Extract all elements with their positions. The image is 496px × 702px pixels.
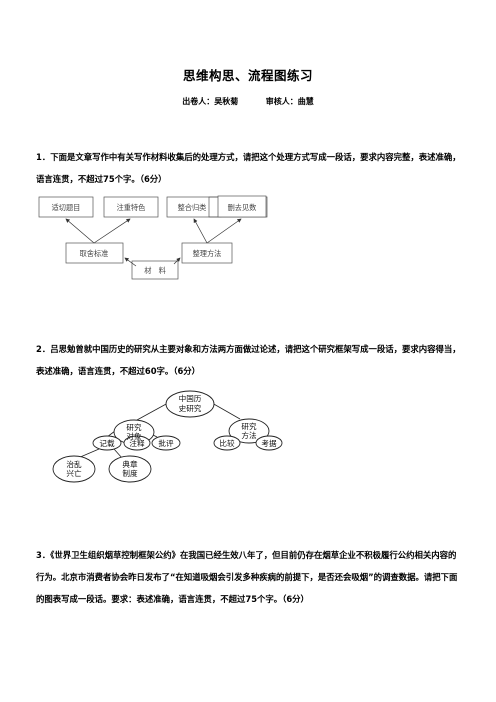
node-code <box>108 455 152 483</box>
method-label-1: 研究 <box>241 421 257 431</box>
annotation-label: 注释 <box>129 438 145 448</box>
setter-name: 出卷人：吴秋菊 <box>182 97 239 106</box>
box-feature <box>103 196 159 218</box>
node-records <box>92 435 122 451</box>
node-critique <box>151 435 181 451</box>
textual-label: 考据 <box>261 439 277 448</box>
history-research-tree-diagram: 中国历 史研究 研究 对象 研究 方法 记载 注释 批评 比较 考据 治乱 兴亡… <box>52 390 283 483</box>
label-classify: 整合归类 <box>178 203 207 212</box>
label-topic: 适切题目 <box>52 203 81 212</box>
label-feature: 注重特色 <box>117 203 146 212</box>
chaos-label-2: 兴亡 <box>66 468 82 478</box>
object-label-1: 研究 <box>126 422 142 432</box>
node-annotation <box>123 435 151 451</box>
method-label-2: 方法 <box>241 430 257 440</box>
page-title: 思维构思、流程图练习 <box>182 68 313 83</box>
code-label-2: 制度 <box>122 468 138 478</box>
critique-label: 批评 <box>158 438 174 448</box>
code-label-1: 典章 <box>122 459 138 469</box>
box-material <box>131 260 179 280</box>
records-label: 记载 <box>99 438 115 448</box>
label-select: 取舍标准 <box>80 249 109 258</box>
material-processing-flowchart: 适切题目 注重特色 整合归类 删去见数 取舍标准 整理方法 材 料 <box>38 195 268 280</box>
node-compare <box>213 435 241 451</box>
node-method <box>228 418 270 444</box>
question-3: 3．《世界卫生组织烟草控制框架公约》在我国已经生效八年了，但目前仍存在烟草企业不… <box>36 550 458 604</box>
question-1: 1．下面是文章写作中有关写作材料收集后的处理方式，请把这个处理方式写成一段话，要… <box>36 152 461 184</box>
node-textual <box>255 435 283 451</box>
compare-label: 比较 <box>219 438 235 448</box>
chaos-label-1: 治乱 <box>66 459 82 469</box>
question-2: 2．吕思勉曾就中国历史的研究从主要对象和方法两方面做过论述，请把这个研究框架写成… <box>36 344 461 376</box>
authors-line: 出卷人：吴秋菊 审核人：曲慧 <box>0 96 496 107</box>
label-evidence: 删去见数 <box>228 203 257 212</box>
box-topic <box>38 196 94 218</box>
reviewer-name: 审核人：曲慧 <box>265 97 314 106</box>
root-label-1: 中国历 <box>179 393 202 403</box>
object-label-2: 对象 <box>126 431 142 441</box>
label-material: 材 料 <box>144 266 166 275</box>
node-chaos <box>52 455 96 483</box>
root-label-2: 史研究 <box>179 403 202 413</box>
label-method: 整理方法 <box>193 249 222 258</box>
node-root <box>165 390 215 418</box>
